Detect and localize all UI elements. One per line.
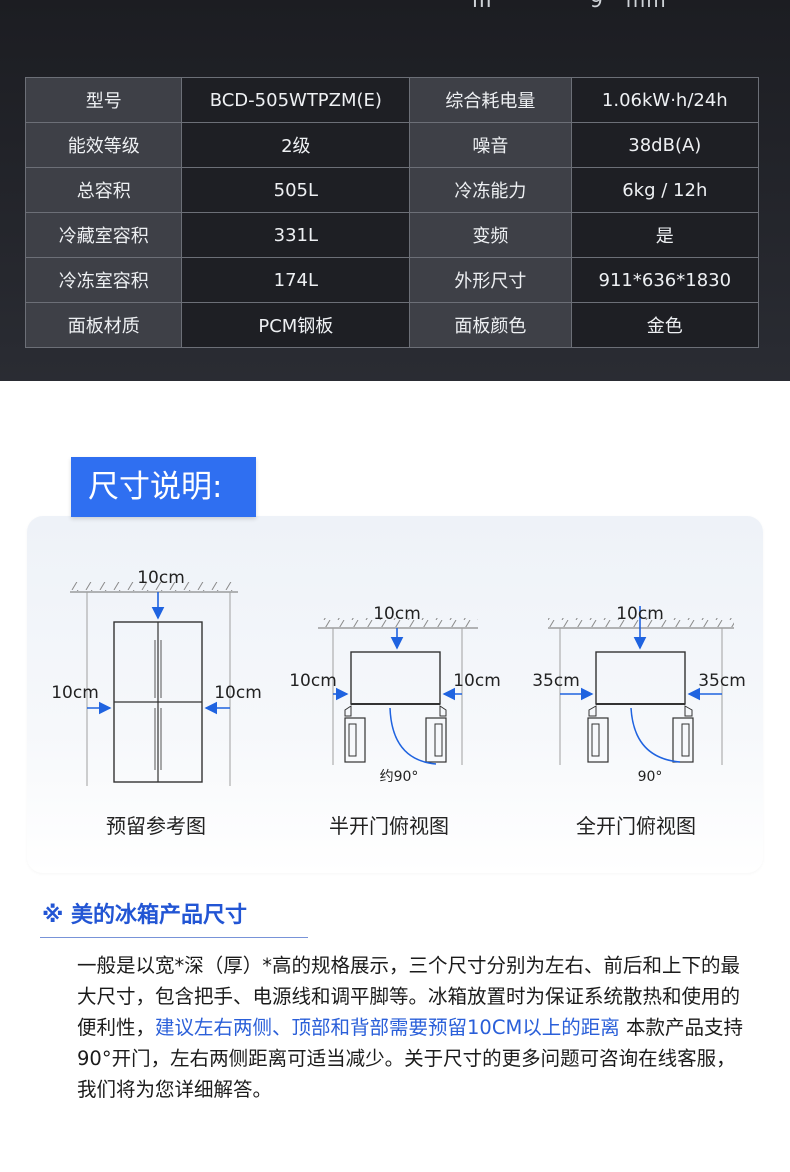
- spec-value: PCM钢板: [181, 302, 411, 348]
- right-clearance-label: 10cm: [214, 683, 262, 703]
- spec-value: 6kg / 12h: [570, 167, 760, 213]
- spec-label: 面板材质: [24, 302, 183, 348]
- note-heading: ※ 美的冰箱产品尺寸: [42, 903, 248, 928]
- spec-label: 综合耗电量: [409, 77, 572, 123]
- spec-value: 331L: [181, 212, 411, 258]
- spec-value: 505L: [181, 167, 411, 213]
- spec-value: 2级: [181, 122, 411, 168]
- top-clearance-label: 10cm: [137, 568, 185, 588]
- diagram-panel: [27, 516, 763, 873]
- left-clearance-label: 10cm: [289, 671, 337, 691]
- spec-label: 冷冻能力: [409, 167, 572, 213]
- spec-label: 冷冻室容积: [24, 257, 183, 303]
- reference-caption: 预留参考图: [106, 814, 206, 838]
- reference-diagram: 10cm 10cm 10cm: [51, 568, 262, 786]
- spec-value: 1.06kW·h/24h: [570, 77, 760, 123]
- spec-label: 外形尺寸: [409, 257, 572, 303]
- fridge-body-top: [350, 651, 441, 705]
- spec-label: 总容积: [24, 167, 183, 213]
- spec-label: 噪音: [409, 122, 572, 168]
- spec-value: 是: [570, 212, 760, 258]
- note-body: 一般是以宽*深（厚）*高的规格展示，三个尺寸分别为左右、前后和上下的最大尺寸，包…: [77, 950, 749, 1105]
- door-angle-label: 约90°: [380, 769, 419, 785]
- note-divider: [40, 937, 308, 938]
- spec-label: 面板颜色: [409, 302, 572, 348]
- right-clearance-label: 10cm: [453, 671, 501, 691]
- door-angle-label: 90°: [638, 769, 663, 785]
- note-text-2: 本款产品支持90°开门，左右两侧距离可适当减少。关于尺寸的更多问题可咨询在线客服…: [77, 1016, 743, 1101]
- half-open-caption: 半开门俯视图: [329, 814, 449, 838]
- half-open-diagram: 10cm 10cm 10cm 约90°: [289, 604, 501, 785]
- top-clearance-label: 10cm: [616, 604, 664, 624]
- top-clearance-label: 10cm: [373, 604, 421, 624]
- dimension-fragment-left: ΙΙΙ: [472, 0, 493, 12]
- left-clearance-label: 35cm: [532, 671, 580, 691]
- section-title: 尺寸说明:: [71, 457, 256, 517]
- right-clearance-label: 35cm: [698, 671, 746, 691]
- spec-value: 911*636*1830: [570, 257, 760, 303]
- fridge-body-top: [595, 651, 686, 705]
- spec-value: BCD-505WTPZM(E): [181, 77, 411, 123]
- spec-value: 金色: [570, 302, 760, 348]
- full-open-diagram: 10cm 35cm 35cm 90°: [532, 604, 746, 785]
- note-text-1: 一般是以宽*深（厚）*高的规格展示，三个尺寸分别为左右、前后和上下的最大尺寸，包…: [77, 954, 741, 1039]
- spec-value: 38dB(A): [570, 122, 760, 168]
- note-highlight: 建议左右两侧、顶部和背部需要预留10CM以上的距离: [155, 1016, 620, 1039]
- spec-label: 冷藏室容积: [24, 212, 183, 258]
- dimension-fragment-right: 9 mm: [590, 0, 667, 12]
- spec-label: 变频: [409, 212, 572, 258]
- full-open-caption: 全开门俯视图: [576, 814, 696, 838]
- left-clearance-label: 10cm: [51, 683, 99, 703]
- spec-label: 能效等级: [24, 122, 183, 168]
